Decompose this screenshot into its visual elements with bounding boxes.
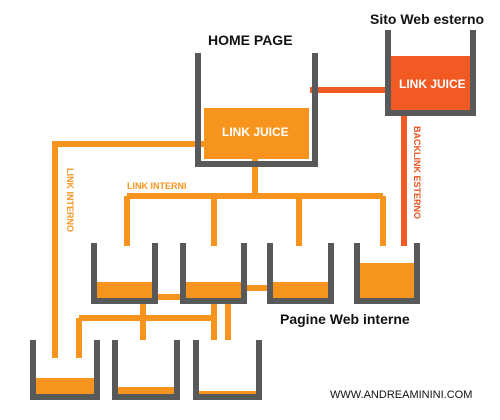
- backlink-esterno-label: BACKLINK ESTERNO: [412, 126, 422, 219]
- link-interno-pipe: [52, 141, 205, 358]
- internal-page-container-1: [91, 243, 158, 304]
- internal-page-container-3: [267, 243, 334, 304]
- home-juice-fill: [204, 108, 309, 159]
- link-interno-label: LINK INTERNO: [65, 168, 75, 232]
- external-juice-fill: [391, 56, 470, 110]
- bottom-page-container-1: [30, 340, 100, 400]
- internal-pages-title: Pagine Web interne: [280, 311, 410, 327]
- home-page-title: HOME PAGE: [208, 32, 293, 48]
- website-url: WWW.ANDREAMININI.COM: [330, 389, 472, 401]
- home-link-juice-label: LINK JUICE: [222, 125, 289, 139]
- external-site-title: Sito Web esterno: [370, 11, 484, 27]
- link-interni-label: LINK INTERNI: [127, 181, 187, 191]
- bottom-page-container-2: [112, 340, 180, 400]
- internal-page-container-2: [180, 243, 247, 304]
- internal-page-container-4: [354, 243, 420, 304]
- external-link-juice-label: LINK JUICE: [399, 77, 466, 91]
- external-site-container: [385, 30, 476, 116]
- bottom-page-container-3: [193, 340, 262, 400]
- internal-link-pipes: [52, 141, 386, 358]
- home-page-container: [195, 53, 318, 167]
